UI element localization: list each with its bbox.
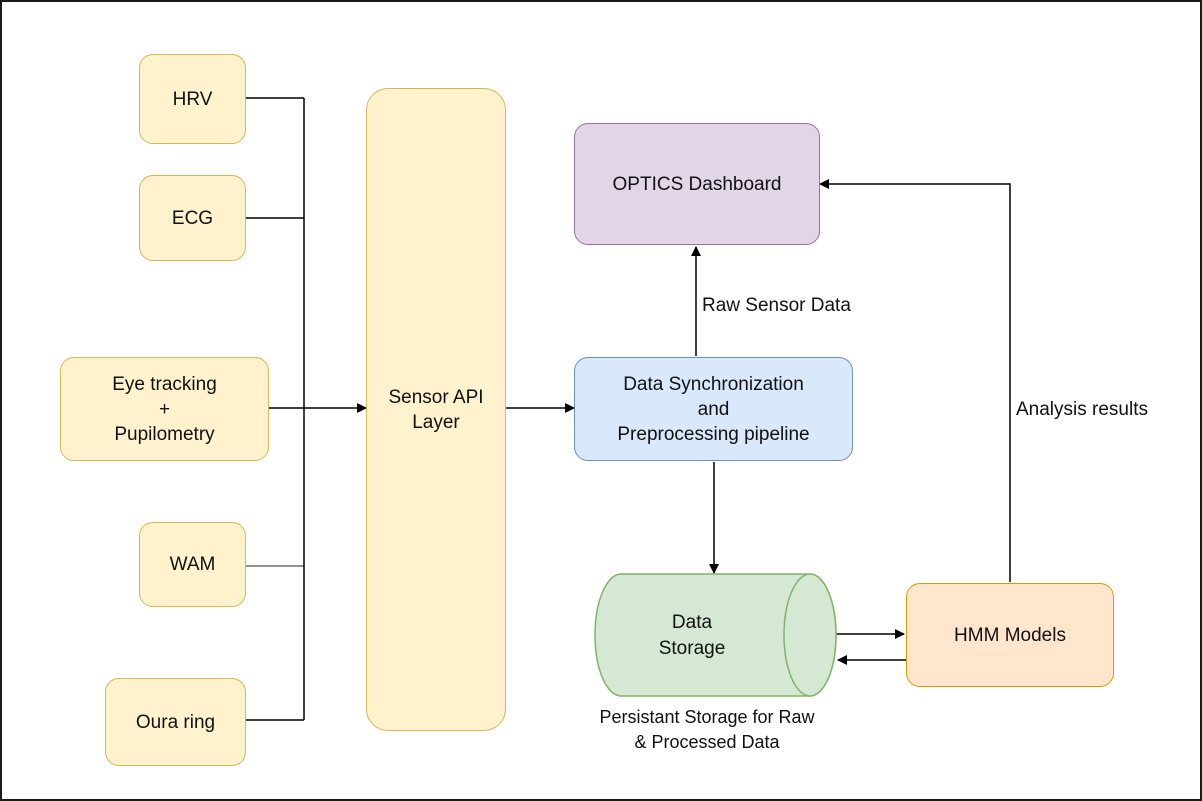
storage-caption-line-1: Persistant Storage for Raw [599, 707, 815, 727]
pipeline-line-2: and [697, 398, 730, 420]
storage-caption-line-2: & Processed Data [634, 732, 780, 752]
sensor-hrv: HRV [139, 54, 246, 144]
hmm-models-label: HMM Models [954, 624, 1066, 646]
edge-label-analysis-results: Analysis results [1016, 399, 1148, 420]
storage-caption: Persistant Storage for Raw & Processed D… [562, 705, 852, 755]
sensor-api-line-1: Sensor API [388, 386, 484, 408]
sensor-wam-label: WAM [169, 554, 216, 575]
storage-line-1: Data [671, 612, 713, 633]
data-storage-cylinder [594, 573, 837, 697]
edge-label-raw-sensor-data: Raw Sensor Data [702, 295, 851, 316]
arrow-hmm-to-dashboard [819, 179, 1011, 582]
hmm-models: HMM Models [906, 583, 1114, 687]
sensor-eye-line-2: + [158, 398, 171, 420]
sensor-ecg-label: ECG [171, 207, 214, 229]
sensor-oura-ring: Oura ring [105, 678, 246, 766]
sensor-wam: WAM [139, 522, 246, 607]
sensor-ecg: ECG [139, 175, 246, 261]
sensor-api-layer: Sensor API Layer [366, 88, 506, 731]
data-storage-label: Data Storage [622, 610, 762, 662]
sensor-eye-line-3: Pupilometry [114, 423, 215, 445]
optics-dashboard: OPTICS Dashboard [574, 123, 820, 245]
sensor-oura-label: Oura ring [135, 711, 216, 733]
cylinder-end-cap [783, 573, 837, 697]
pipeline-line-3: Preprocessing pipeline [617, 423, 810, 445]
sensor-eye-tracking: Eye tracking + Pupilometry [60, 357, 269, 461]
sensor-api-line-2: Layer [412, 411, 460, 433]
sensor-hrv-label: HRV [172, 88, 213, 110]
storage-line-2: Storage [658, 638, 726, 659]
optics-dashboard-label: OPTICS Dashboard [612, 173, 782, 195]
data-sync-pipeline: Data Synchronization and Preprocessing p… [574, 357, 853, 461]
pipeline-line-1: Data Synchronization [623, 373, 804, 395]
sensor-eye-line-1: Eye tracking [112, 373, 217, 395]
